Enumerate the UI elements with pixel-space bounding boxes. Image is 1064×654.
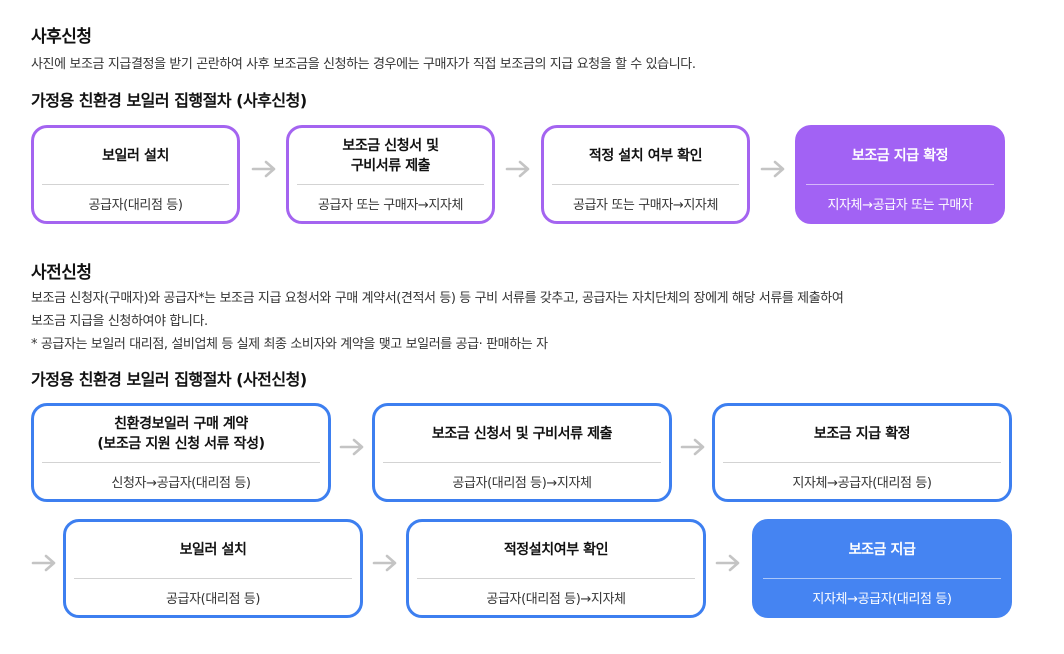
pre-step-4: 보일러 설치 공급자(대리점 등) <box>63 519 363 618</box>
pre-step-2: 보조금 신청서 및 구비서류 제출 공급자(대리점 등)→지자체 <box>372 403 672 502</box>
pre-step-6-actor: 지자체→공급자(대리점 등) <box>812 591 952 607</box>
pre-step-6: 보조금 지급 지자체→공급자(대리점 등) <box>752 519 1012 618</box>
arrow-right-icon <box>372 554 397 572</box>
post-step-4-title: 보조금 지급 확정 <box>851 148 949 164</box>
pre-step-3-actor: 지자체→공급자(대리점 등) <box>792 475 932 491</box>
post-step-1-actor: 공급자(대리점 등) <box>88 197 183 213</box>
divider <box>763 578 1001 579</box>
pre-step-5-actor: 공급자(대리점 등)→지자체 <box>486 591 626 607</box>
arrow-right-icon <box>31 554 56 572</box>
pre-step-4-actor: 공급자(대리점 등) <box>166 591 260 607</box>
post-step-2-title: 보조금 신청서 및 구비서류 제출 <box>342 138 439 174</box>
post-step-3-title: 적정 설치 여부 확인 <box>588 148 703 164</box>
pre-step-3: 보조금 지급 확정 지자체→공급자(대리점 등) <box>712 403 1012 502</box>
pre-step-5: 적정설치여부 확인 공급자(대리점 등)→지자체 <box>406 519 706 618</box>
post-step-3: 적정 설치 여부 확인 공급자 또는 구매자→지자체 <box>541 125 750 224</box>
post-procedure-title: 가정용 친환경 보일러 집행절차 (사후신청) <box>31 91 307 110</box>
divider <box>74 578 352 579</box>
post-section-title: 사후신청 <box>31 27 92 47</box>
arrow-right-icon <box>715 554 740 572</box>
post-description: 사진에 보조금 지급결정을 받기 곤란하여 사후 보조금을 신청하는 경우에는 … <box>31 57 696 72</box>
pre-step-6-title: 보조금 지급 <box>848 542 916 558</box>
divider <box>383 462 661 463</box>
divider <box>417 578 695 579</box>
divider <box>42 184 229 185</box>
post-step-1: 보일러 설치 공급자(대리점 등) <box>31 125 240 224</box>
pre-description-line-3: * 공급자는 보일러 대리점, 설비업체 등 실제 최종 소비자와 계약을 맺고… <box>31 337 548 352</box>
post-step-2-actor: 공급자 또는 구매자→지자체 <box>317 197 464 213</box>
arrow-right-icon <box>680 438 705 456</box>
arrow-right-icon <box>251 160 276 178</box>
post-step-2: 보조금 신청서 및 구비서류 제출 공급자 또는 구매자→지자체 <box>286 125 495 224</box>
pre-procedure-title: 가정용 친환경 보일러 집행절차 (사전신청) <box>31 370 307 389</box>
divider <box>723 462 1001 463</box>
pre-step-1-actor: 신청자→공급자(대리점 등) <box>111 475 251 491</box>
pre-step-1-title: 친환경보일러 구매 계약 (보조금 지원 신청 서류 작성) <box>97 416 265 452</box>
pre-step-1: 친환경보일러 구매 계약 (보조금 지원 신청 서류 작성) 신청자→공급자(대… <box>31 403 331 502</box>
post-step-4-actor: 지자체→공급자 또는 구매자 <box>827 197 973 213</box>
post-step-3-actor: 공급자 또는 구매자→지자체 <box>572 197 719 213</box>
divider <box>42 462 320 463</box>
arrow-right-icon <box>505 160 530 178</box>
divider <box>552 184 739 185</box>
post-step-1-title: 보일러 설치 <box>102 148 169 164</box>
pre-step-2-title: 보조금 신청서 및 구비서류 제출 <box>431 426 613 442</box>
pre-step-5-title: 적정설치여부 확인 <box>503 542 609 558</box>
pre-section-title: 사전신청 <box>31 263 92 283</box>
pre-description-line-1: 보조금 신청자(구매자)와 공급자*는 보조금 지급 요청서와 구매 계약서(견… <box>31 291 844 306</box>
arrow-right-icon <box>760 160 785 178</box>
divider <box>297 184 484 185</box>
pre-description-line-2: 보조금 지급을 신청하여야 합니다. <box>31 314 208 329</box>
pre-step-3-title: 보조금 지급 확정 <box>813 426 911 442</box>
divider <box>806 184 994 185</box>
pre-step-2-actor: 공급자(대리점 등)→지자체 <box>452 475 592 491</box>
pre-step-4-title: 보일러 설치 <box>179 542 247 558</box>
post-step-4: 보조금 지급 확정 지자체→공급자 또는 구매자 <box>795 125 1005 224</box>
arrow-right-icon <box>339 438 364 456</box>
